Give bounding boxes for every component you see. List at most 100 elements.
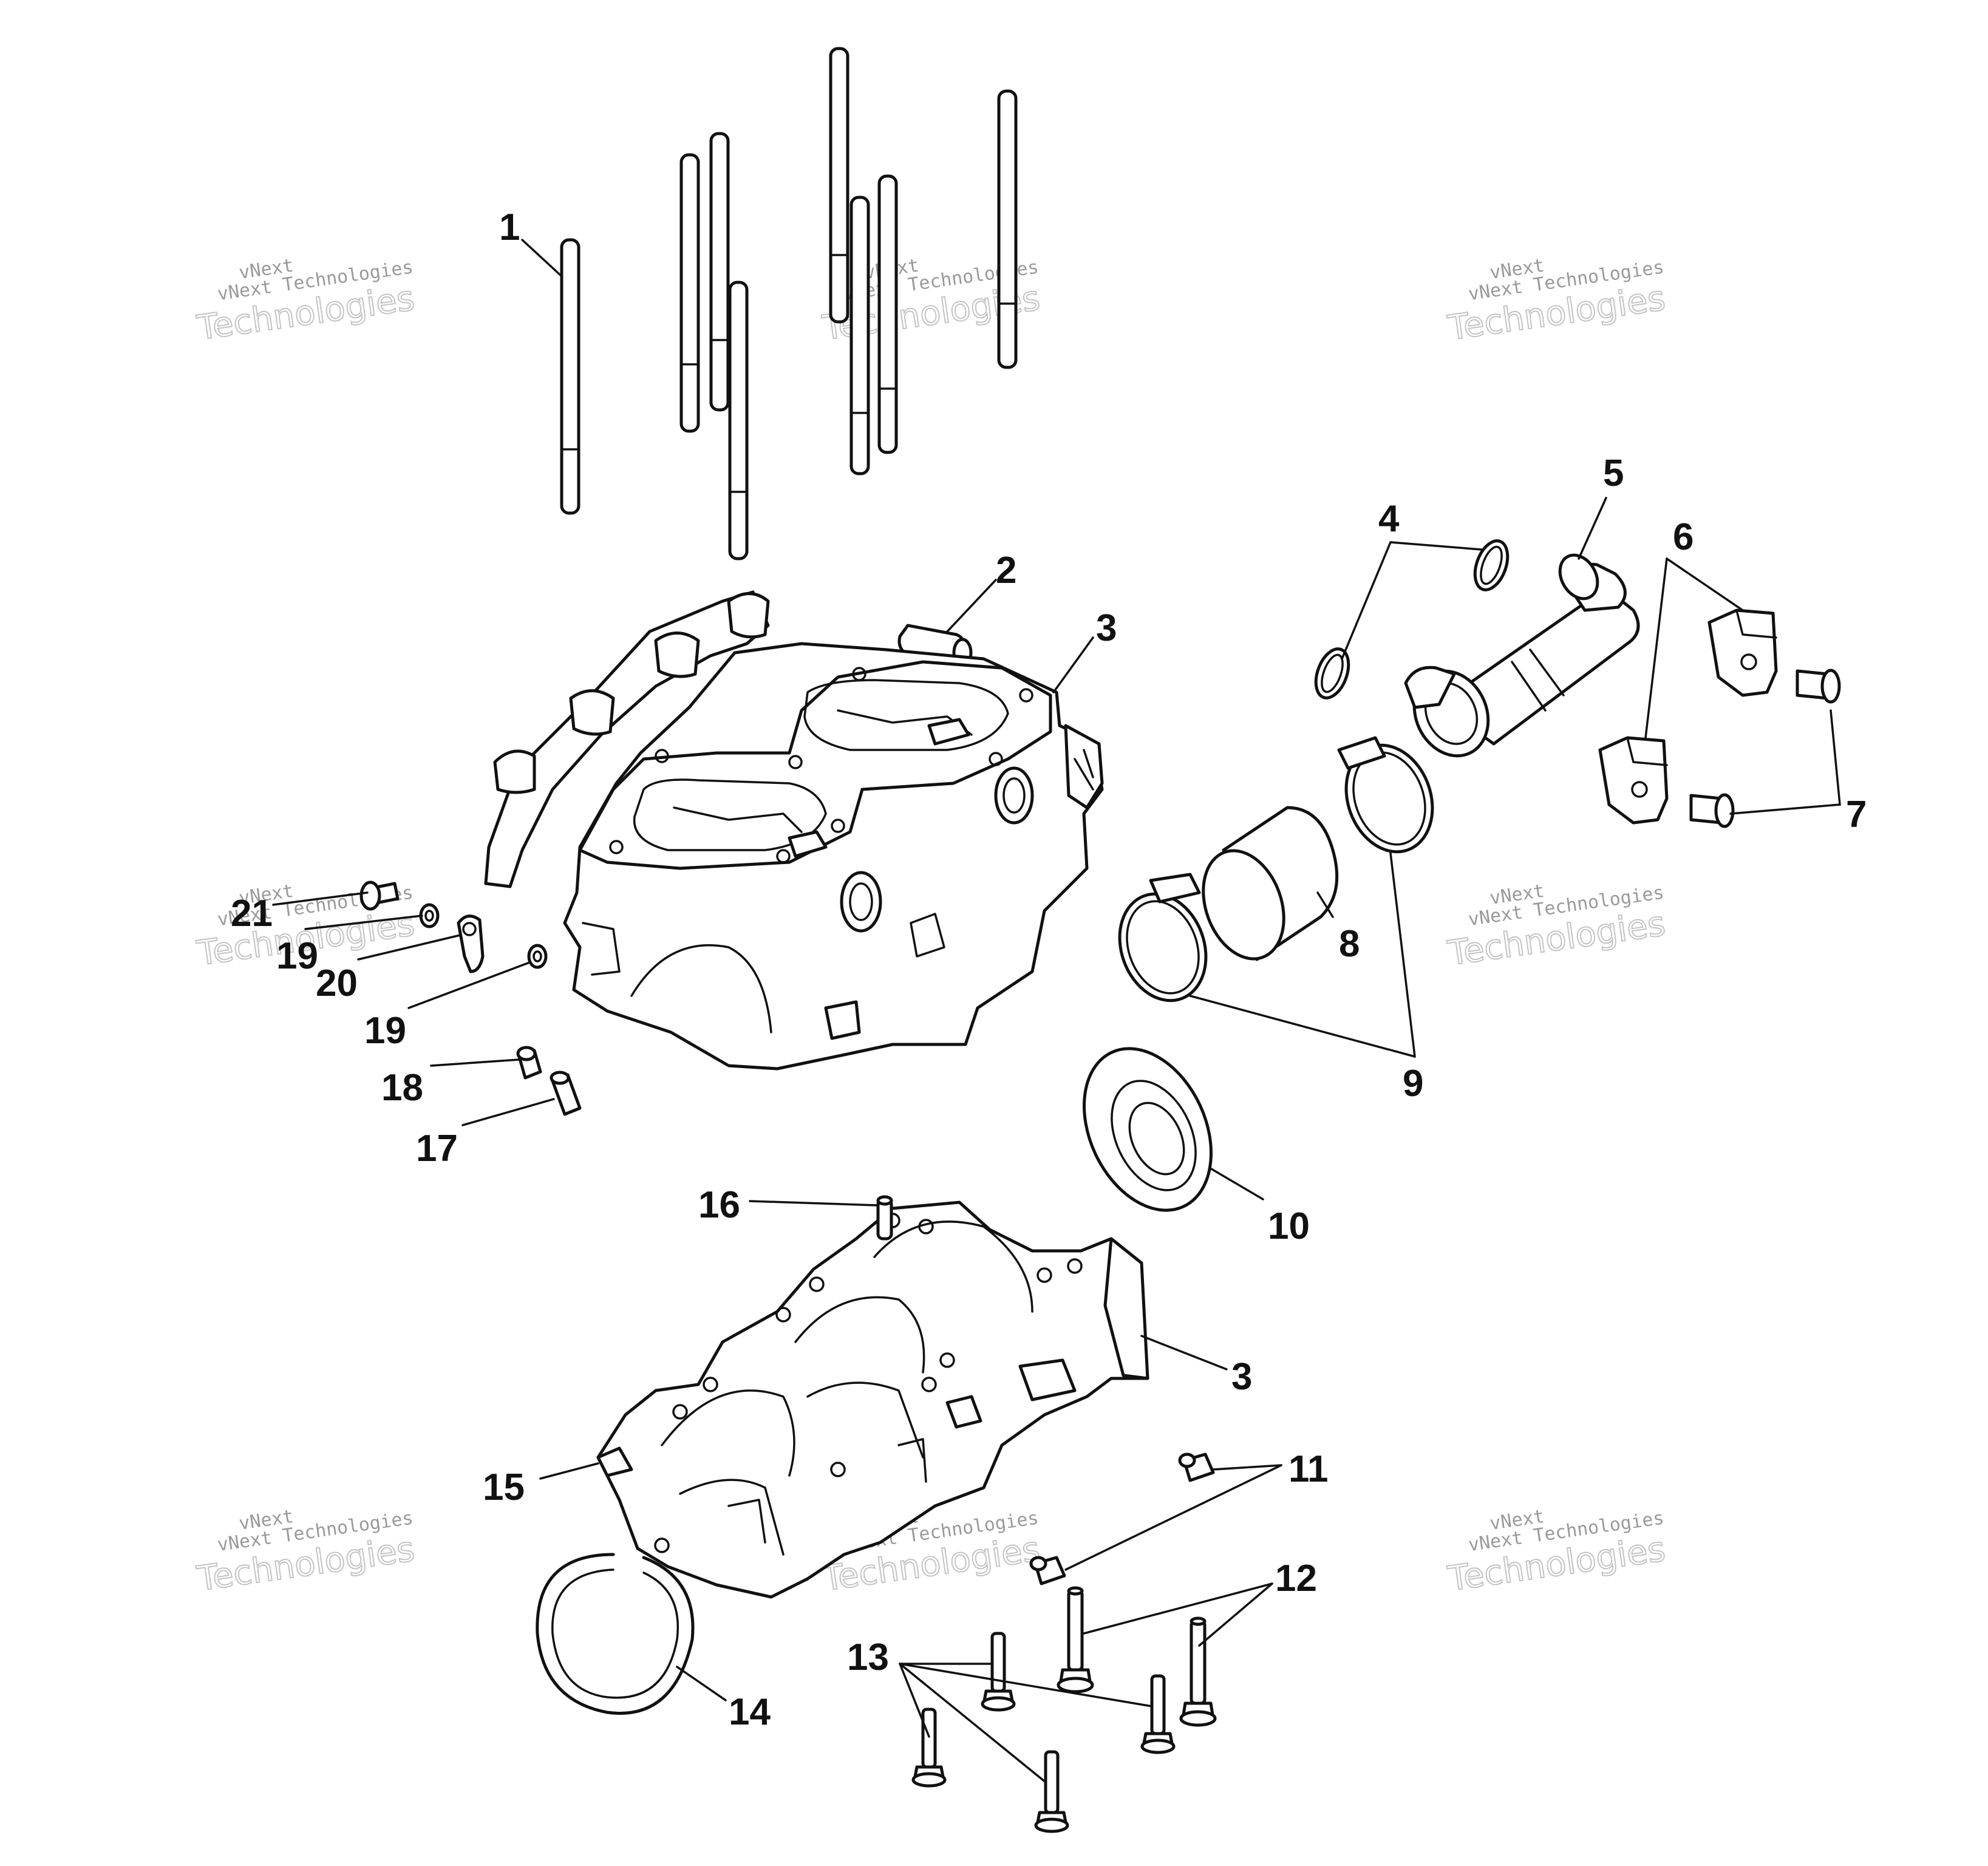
manifold-band (1511, 649, 1565, 712)
callout-3-lower: 3 (1231, 1356, 1252, 1398)
port-block (788, 830, 828, 858)
bracket (1598, 736, 1669, 825)
leader-6b (1644, 557, 1668, 739)
bolt-hole (1067, 1258, 1083, 1274)
callout-6: 6 (1673, 516, 1694, 558)
screw-head (1820, 669, 1841, 704)
callout-1: 1 (499, 206, 520, 248)
leader-17 (461, 1098, 555, 1126)
plugs-part-11 (1029, 1452, 1215, 1585)
cylinder-deck (578, 660, 1052, 870)
stud (709, 132, 730, 412)
side-port-inner (849, 882, 873, 921)
bolt-tip (1190, 1616, 1207, 1626)
dowel-pin-top (550, 1071, 570, 1085)
port-block (927, 718, 970, 746)
lower-crankcase (596, 1200, 1149, 1599)
bolt-hole (918, 1219, 934, 1234)
leader-20 (357, 934, 461, 961)
seal-part-10 (1083, 1047, 1213, 1212)
leader-9b (1189, 995, 1416, 1058)
manifold-outlet (1558, 553, 1599, 601)
stud (560, 238, 580, 515)
cylinder-bore-left (633, 778, 827, 851)
bearing-saddle (873, 1221, 1033, 1313)
studs-group (560, 47, 1018, 560)
callout-9: 9 (1403, 1063, 1423, 1105)
leader-13d (899, 1663, 1047, 1783)
callout-4: 4 (1378, 498, 1400, 540)
washer-hole (533, 950, 542, 962)
leader-19a (304, 914, 423, 930)
leader-19b (407, 961, 531, 1009)
screws-part-7 (1689, 669, 1841, 828)
hose-clamp-inner (1126, 900, 1200, 995)
watermark-top-right: vNext vNext Technologies Technologies (1445, 255, 1668, 349)
bolt-hole (831, 819, 845, 833)
leader-1 (521, 239, 563, 278)
watermark-mid-right: vNext vNext Technologies Technologies (1445, 880, 1668, 975)
callout-3-upper: 3 (1096, 607, 1117, 649)
bolt-hole (703, 1377, 718, 1392)
sleeve-end (1202, 849, 1285, 961)
leader-16 (749, 1200, 879, 1207)
plug-top (1178, 1452, 1196, 1468)
leader-14 (676, 1666, 727, 1701)
bolt-hole (852, 667, 866, 681)
side-boss (1018, 1358, 1077, 1401)
leader-13b (899, 1663, 1153, 1708)
bolt-shank (990, 1632, 1006, 1693)
mount-ear (569, 689, 615, 736)
leader-18 (430, 1058, 520, 1067)
watermark-top-left: vNext vNext Technologies Technologies (194, 255, 417, 349)
bracket-hole (1631, 781, 1648, 798)
callout-13: 13 (847, 1636, 889, 1678)
o-ring-inner (1480, 545, 1503, 585)
bolts (911, 1586, 1217, 1833)
intake-manifold (1404, 553, 1640, 758)
clamp-screw-housing (1337, 736, 1386, 770)
stud (679, 153, 700, 433)
leader-6a (1666, 557, 1744, 611)
saddle-wall (679, 1479, 785, 1556)
cylinder-bore-right (803, 679, 1009, 751)
side-boss (945, 1395, 982, 1429)
leader-2 (946, 579, 997, 633)
o-rings (1314, 539, 1510, 700)
retaining-ring (536, 1553, 695, 1715)
bolt-hole (939, 1352, 955, 1368)
bolt-tip (1067, 1586, 1084, 1596)
stud (997, 89, 1018, 369)
bolt-head (1140, 1738, 1176, 1754)
callout-14: 14 (729, 1691, 771, 1733)
lower-crankcase-body (596, 1200, 1149, 1599)
coupler-sleeve (1202, 806, 1339, 961)
clamp-screw-housing (1149, 873, 1201, 904)
leader-12a (1198, 1582, 1273, 1647)
stud (849, 196, 870, 475)
callout-5: 5 (1603, 452, 1624, 494)
lower-boss (824, 1000, 861, 1040)
callout-20: 20 (316, 962, 358, 1004)
watermark-bottom-left: vNext vNext Technologies Technologies (194, 1506, 417, 1600)
bolt-hole (655, 749, 669, 763)
leader-3b (1140, 1335, 1228, 1371)
bolt-hole (775, 1307, 791, 1323)
bolt-hole (672, 1404, 688, 1420)
saddle-wall (806, 1381, 924, 1459)
o-ring (1314, 647, 1350, 700)
bolt-head (1057, 1677, 1094, 1694)
callout-18: 18 (381, 1067, 423, 1109)
bracket-edge (1626, 737, 1668, 766)
washer-hole (424, 910, 434, 922)
bearing-saddle (794, 1296, 925, 1374)
o-ring (1473, 539, 1510, 591)
callout-17: 17 (416, 1128, 458, 1170)
leader-8 (1316, 891, 1334, 918)
bolt-head (1034, 1817, 1069, 1833)
locating-tab (596, 1446, 633, 1477)
callout-12: 12 (1275, 1558, 1317, 1599)
leader-15 (539, 1462, 599, 1480)
seal-lip (1111, 1080, 1197, 1191)
callout-labels: 1 2 3 3 4 5 6 7 8 9 10 11 12 13 14 15 16… (231, 206, 1867, 1733)
